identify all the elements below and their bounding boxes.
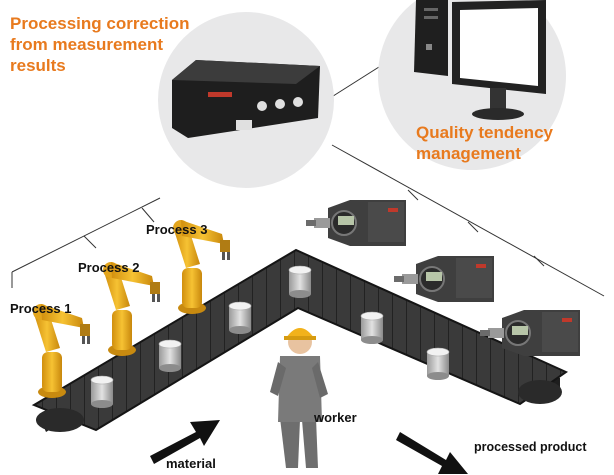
controller-device-icon (172, 60, 320, 138)
worker-label: worker (314, 410, 357, 425)
quality-tendency-line-1: Quality tendency (416, 123, 553, 142)
arrow-icon (150, 420, 468, 474)
processing-correction-label: Processing correction from measurement r… (10, 13, 190, 76)
process-1-label: Process 1 (10, 301, 72, 316)
material-label: material (166, 456, 216, 471)
quality-tendency-line-2: management (416, 144, 521, 163)
conveyor-belt (31, 248, 569, 432)
process-2-label: Process 2 (78, 260, 140, 275)
network-lines (11, 59, 605, 297)
computer-monitor-icon (414, 0, 546, 120)
processed-product-label: processed product (474, 440, 587, 454)
processing-correction-line-3: results (10, 56, 66, 75)
worker-icon (270, 328, 328, 468)
processing-correction-line-2: from measurement (10, 35, 164, 54)
process-3-label: Process 3 (146, 222, 208, 237)
processing-correction-line-1: Processing correction (10, 14, 190, 33)
quality-tendency-label: Quality tendency management (416, 122, 553, 164)
